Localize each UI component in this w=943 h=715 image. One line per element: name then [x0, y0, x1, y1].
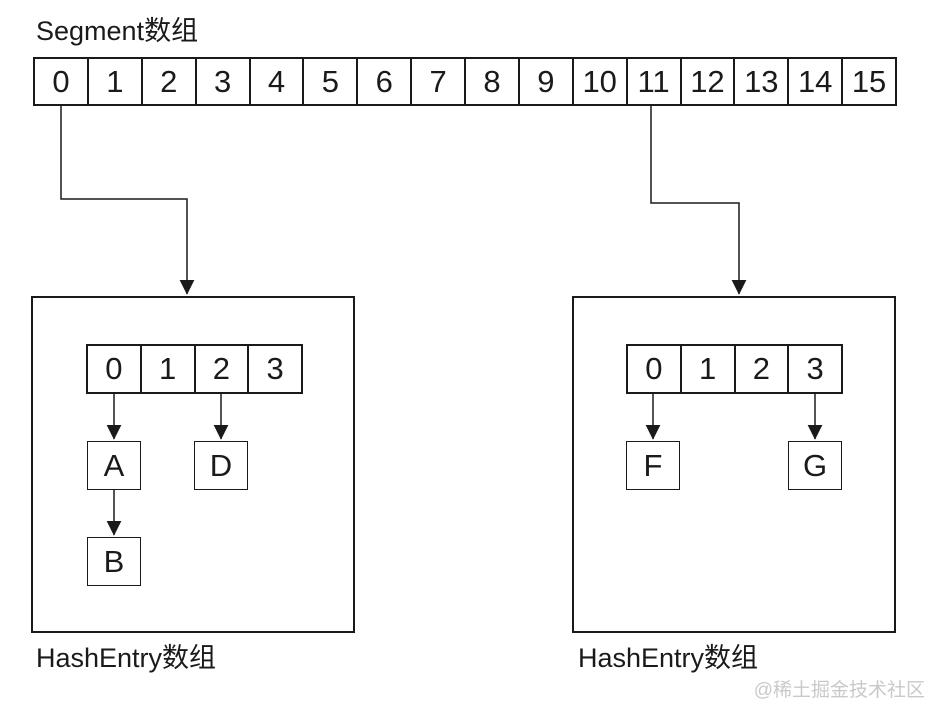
- segment-array-title: Segment数组: [36, 16, 199, 46]
- segment-cell: 5: [302, 59, 356, 104]
- node-box-b: B: [87, 537, 141, 586]
- segment-cell: 11: [625, 59, 680, 104]
- bucket-cell: 1: [679, 346, 734, 392]
- segment-cell: 3: [194, 59, 249, 104]
- bucket-cell: 0: [645, 351, 663, 386]
- bucket-cell: 3: [247, 346, 301, 392]
- bucket-cell: 0: [105, 351, 123, 386]
- arrow-segment0-to-left-box: [60, 106, 195, 295]
- segment-cell: 9: [517, 59, 572, 104]
- segment-cell: 12: [679, 59, 734, 104]
- hashentry-label-left: HashEntry数组: [36, 643, 217, 673]
- segment-cell: 8: [464, 59, 518, 104]
- segment-cell: 14: [787, 59, 841, 104]
- node-box-f: F: [626, 441, 680, 490]
- segment-cell: 4: [248, 59, 303, 104]
- node-box-a: A: [87, 441, 141, 490]
- node-box-d: D: [194, 441, 248, 490]
- segment-cell: 7: [410, 59, 464, 104]
- bucket-cell: 3: [787, 346, 841, 392]
- bucket-cell: 2: [733, 346, 788, 392]
- node-box-g: G: [788, 441, 842, 490]
- segment-cell: 6: [356, 59, 410, 104]
- segment-cell: 15: [841, 59, 895, 104]
- segment-cell: 2: [140, 59, 195, 104]
- segment-cell: 0: [52, 63, 70, 99]
- watermark: @稀土掘金技术社区: [753, 680, 925, 701]
- hashentry-label-right: HashEntry数组: [578, 643, 759, 673]
- segment-cell: 13: [733, 59, 787, 104]
- bucket-cell: 2: [193, 346, 248, 392]
- bucket-cell: 1: [139, 346, 194, 392]
- segment-cell: 10: [571, 59, 626, 104]
- segment-cell: 1: [86, 59, 141, 104]
- arrow-segment11-to-right-box: [650, 106, 747, 295]
